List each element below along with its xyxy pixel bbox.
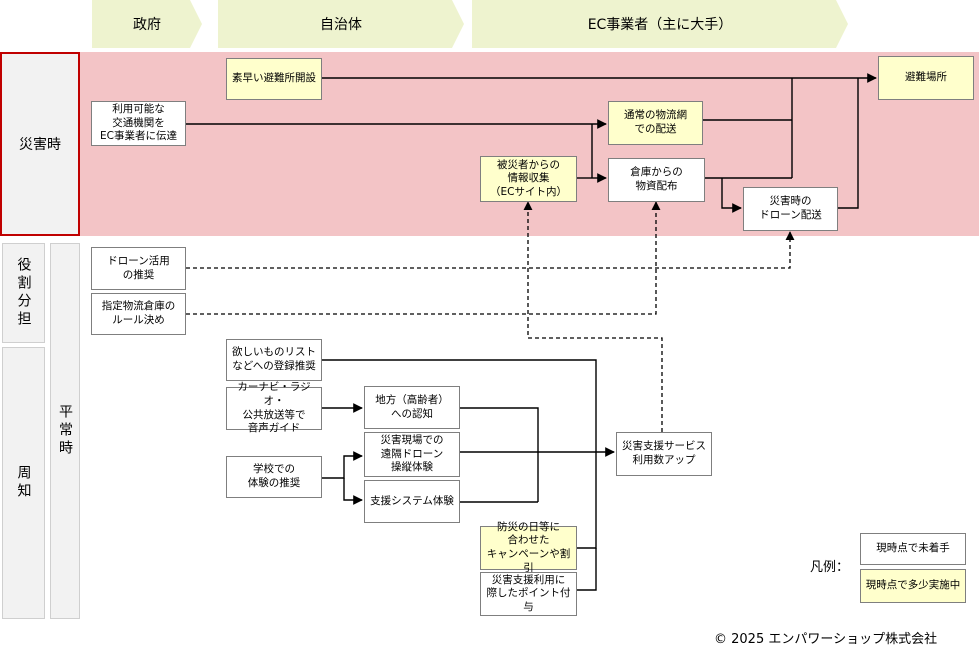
box-normal-logistics-text: 通常の物流網 での配送: [624, 109, 687, 135]
box-quick-shelter: 素早い避難所開設: [226, 58, 322, 100]
row-label-normal-time-text: 平常時: [57, 404, 73, 458]
header-local-government: 自治体: [218, 0, 464, 48]
header-government-label: 政府: [133, 17, 161, 33]
box-campaign: 防災の日等に 合わせた キャンペーンや割引: [480, 521, 577, 574]
box-support-system-text: 支援システム体験: [370, 494, 454, 507]
row-label-disaster-time-text: 災害時: [19, 137, 61, 153]
box-wishlist: 欲しいものリスト などへの登録推奨: [226, 339, 322, 381]
row-label-role-sharing-text: 役割分担: [15, 257, 32, 329]
box-car-navi-text: カーナビ・ラジオ・ 公共放送等で 音声ガイド: [237, 381, 311, 435]
box-shelter: 避難場所: [878, 56, 974, 100]
legend-label: 凡例：: [810, 560, 850, 575]
box-regional-awareness: 地方（高齢者） への認知: [364, 386, 460, 429]
box-disaster-service-text: 災害支援サービス 利用数アップ: [622, 440, 706, 466]
legend-partially-text: 現時点で多少実施中: [865, 579, 961, 592]
box-remote-drone: 災害現場での 遠隔ドローン 操縦体験: [364, 432, 460, 477]
header-government: 政府: [92, 0, 202, 48]
box-drone-promotion: ドローン活用 の推奨: [91, 247, 186, 290]
box-info-collection: 被災者からの 情報収集 （ECサイト内）: [480, 156, 577, 202]
box-points: 災害支援利用に 際したポイント付与: [480, 572, 577, 616]
box-disaster-service: 災害支援サービス 利用数アップ: [616, 432, 712, 476]
box-transport-info: 利用可能な 交通機関を EC事業者に伝達: [91, 101, 186, 146]
row-label-awareness-text: 周知: [15, 465, 32, 501]
box-warehouse-rules: 指定物流倉庫の ルール決め: [91, 293, 186, 335]
box-info-collection-text: 被災者からの 情報収集 （ECサイト内）: [490, 158, 567, 198]
box-car-navi: カーナビ・ラジオ・ 公共放送等で 音声ガイド: [226, 381, 322, 434]
box-school-experience-text: 学校での 体験の推奨: [247, 463, 301, 489]
row-label-role-sharing: 役割分担: [2, 243, 45, 343]
legend-not-started: 現時点で未着手: [860, 533, 966, 565]
box-warehouse-rules-text: 指定物流倉庫の ルール決め: [101, 300, 176, 326]
row-label-disaster-time: 災害時: [0, 52, 80, 236]
box-quick-shelter-text: 素早い避難所開設: [232, 72, 316, 85]
box-points-text: 災害支援利用に 際したポイント付与: [486, 573, 571, 613]
box-transport-info-text: 利用可能な 交通機関を EC事業者に伝達: [100, 103, 177, 143]
row-label-awareness: 周知: [2, 347, 45, 619]
row-label-normal-time: 平常時: [50, 243, 80, 619]
header-local-government-label: 自治体: [320, 17, 362, 33]
box-wishlist-text: 欲しいものリスト などへの登録推奨: [232, 346, 316, 372]
box-normal-logistics: 通常の物流網 での配送: [608, 101, 703, 145]
legend-partially: 現時点で多少実施中: [860, 569, 966, 603]
box-support-system: 支援システム体験: [364, 480, 460, 523]
box-warehouse-supply-text: 倉庫からの 物資配布: [630, 166, 683, 192]
box-drone-promotion-text: ドローン活用 の推奨: [107, 254, 170, 281]
header-ec-operators-label: EC事業者（主に大手）: [587, 17, 733, 33]
box-remote-drone-text: 災害現場での 遠隔ドローン 操縦体験: [380, 434, 444, 474]
header-ec-operators: EC事業者（主に大手）: [472, 0, 848, 48]
legend-not-started-text: 現時点で未着手: [876, 542, 950, 555]
box-disaster-drone: 災害時の ドローン配送: [743, 187, 838, 231]
box-regional-awareness-text: 地方（高齢者） への認知: [375, 393, 449, 420]
box-campaign-text: 防災の日等に 合わせた キャンペーンや割引: [486, 520, 571, 574]
box-school-experience: 学校での 体験の推奨: [226, 456, 322, 498]
box-disaster-drone-text: 災害時の ドローン配送: [759, 195, 822, 221]
box-warehouse-supply: 倉庫からの 物資配布: [608, 158, 705, 202]
box-shelter-text: 避難場所: [905, 71, 947, 84]
copyright: © 2025 エンパワーショップ株式会社: [714, 632, 938, 647]
